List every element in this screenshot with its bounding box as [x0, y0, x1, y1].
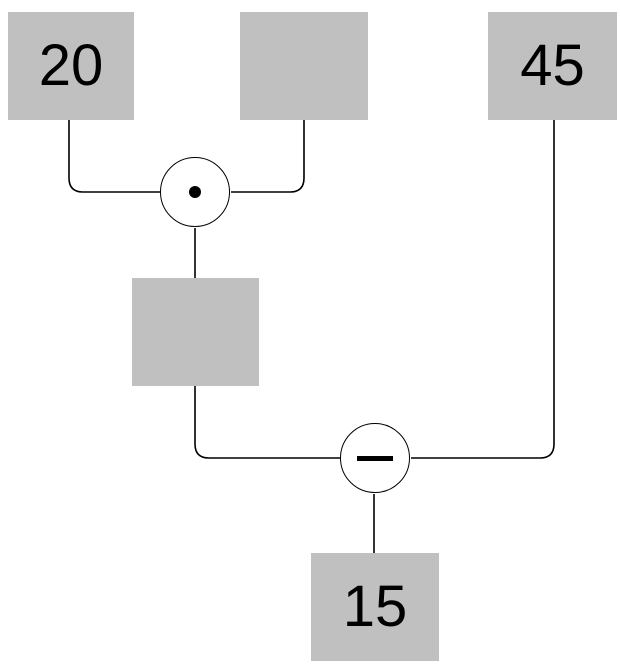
box-result-value: 15	[342, 574, 408, 639]
box-top-right-value: 45	[520, 33, 585, 98]
subtract-operation-node	[340, 423, 410, 493]
connector-top-right-to-subtract	[411, 120, 555, 459]
minus-icon	[357, 455, 393, 461]
multiplication-dot-icon	[189, 186, 201, 198]
multiply-operation-node	[160, 157, 230, 227]
box-top-middle	[240, 12, 368, 120]
box-top-left-value: 20	[38, 33, 104, 98]
box-top-right: 45	[488, 12, 617, 120]
box-top-left: 20	[8, 12, 134, 120]
connector-top-left-to-multiply	[68, 120, 160, 193]
connector-intermediate-to-subtract	[194, 386, 340, 459]
box-result: 15	[311, 553, 439, 661]
connector-top-middle-to-multiply	[231, 120, 305, 193]
box-intermediate	[132, 278, 259, 386]
